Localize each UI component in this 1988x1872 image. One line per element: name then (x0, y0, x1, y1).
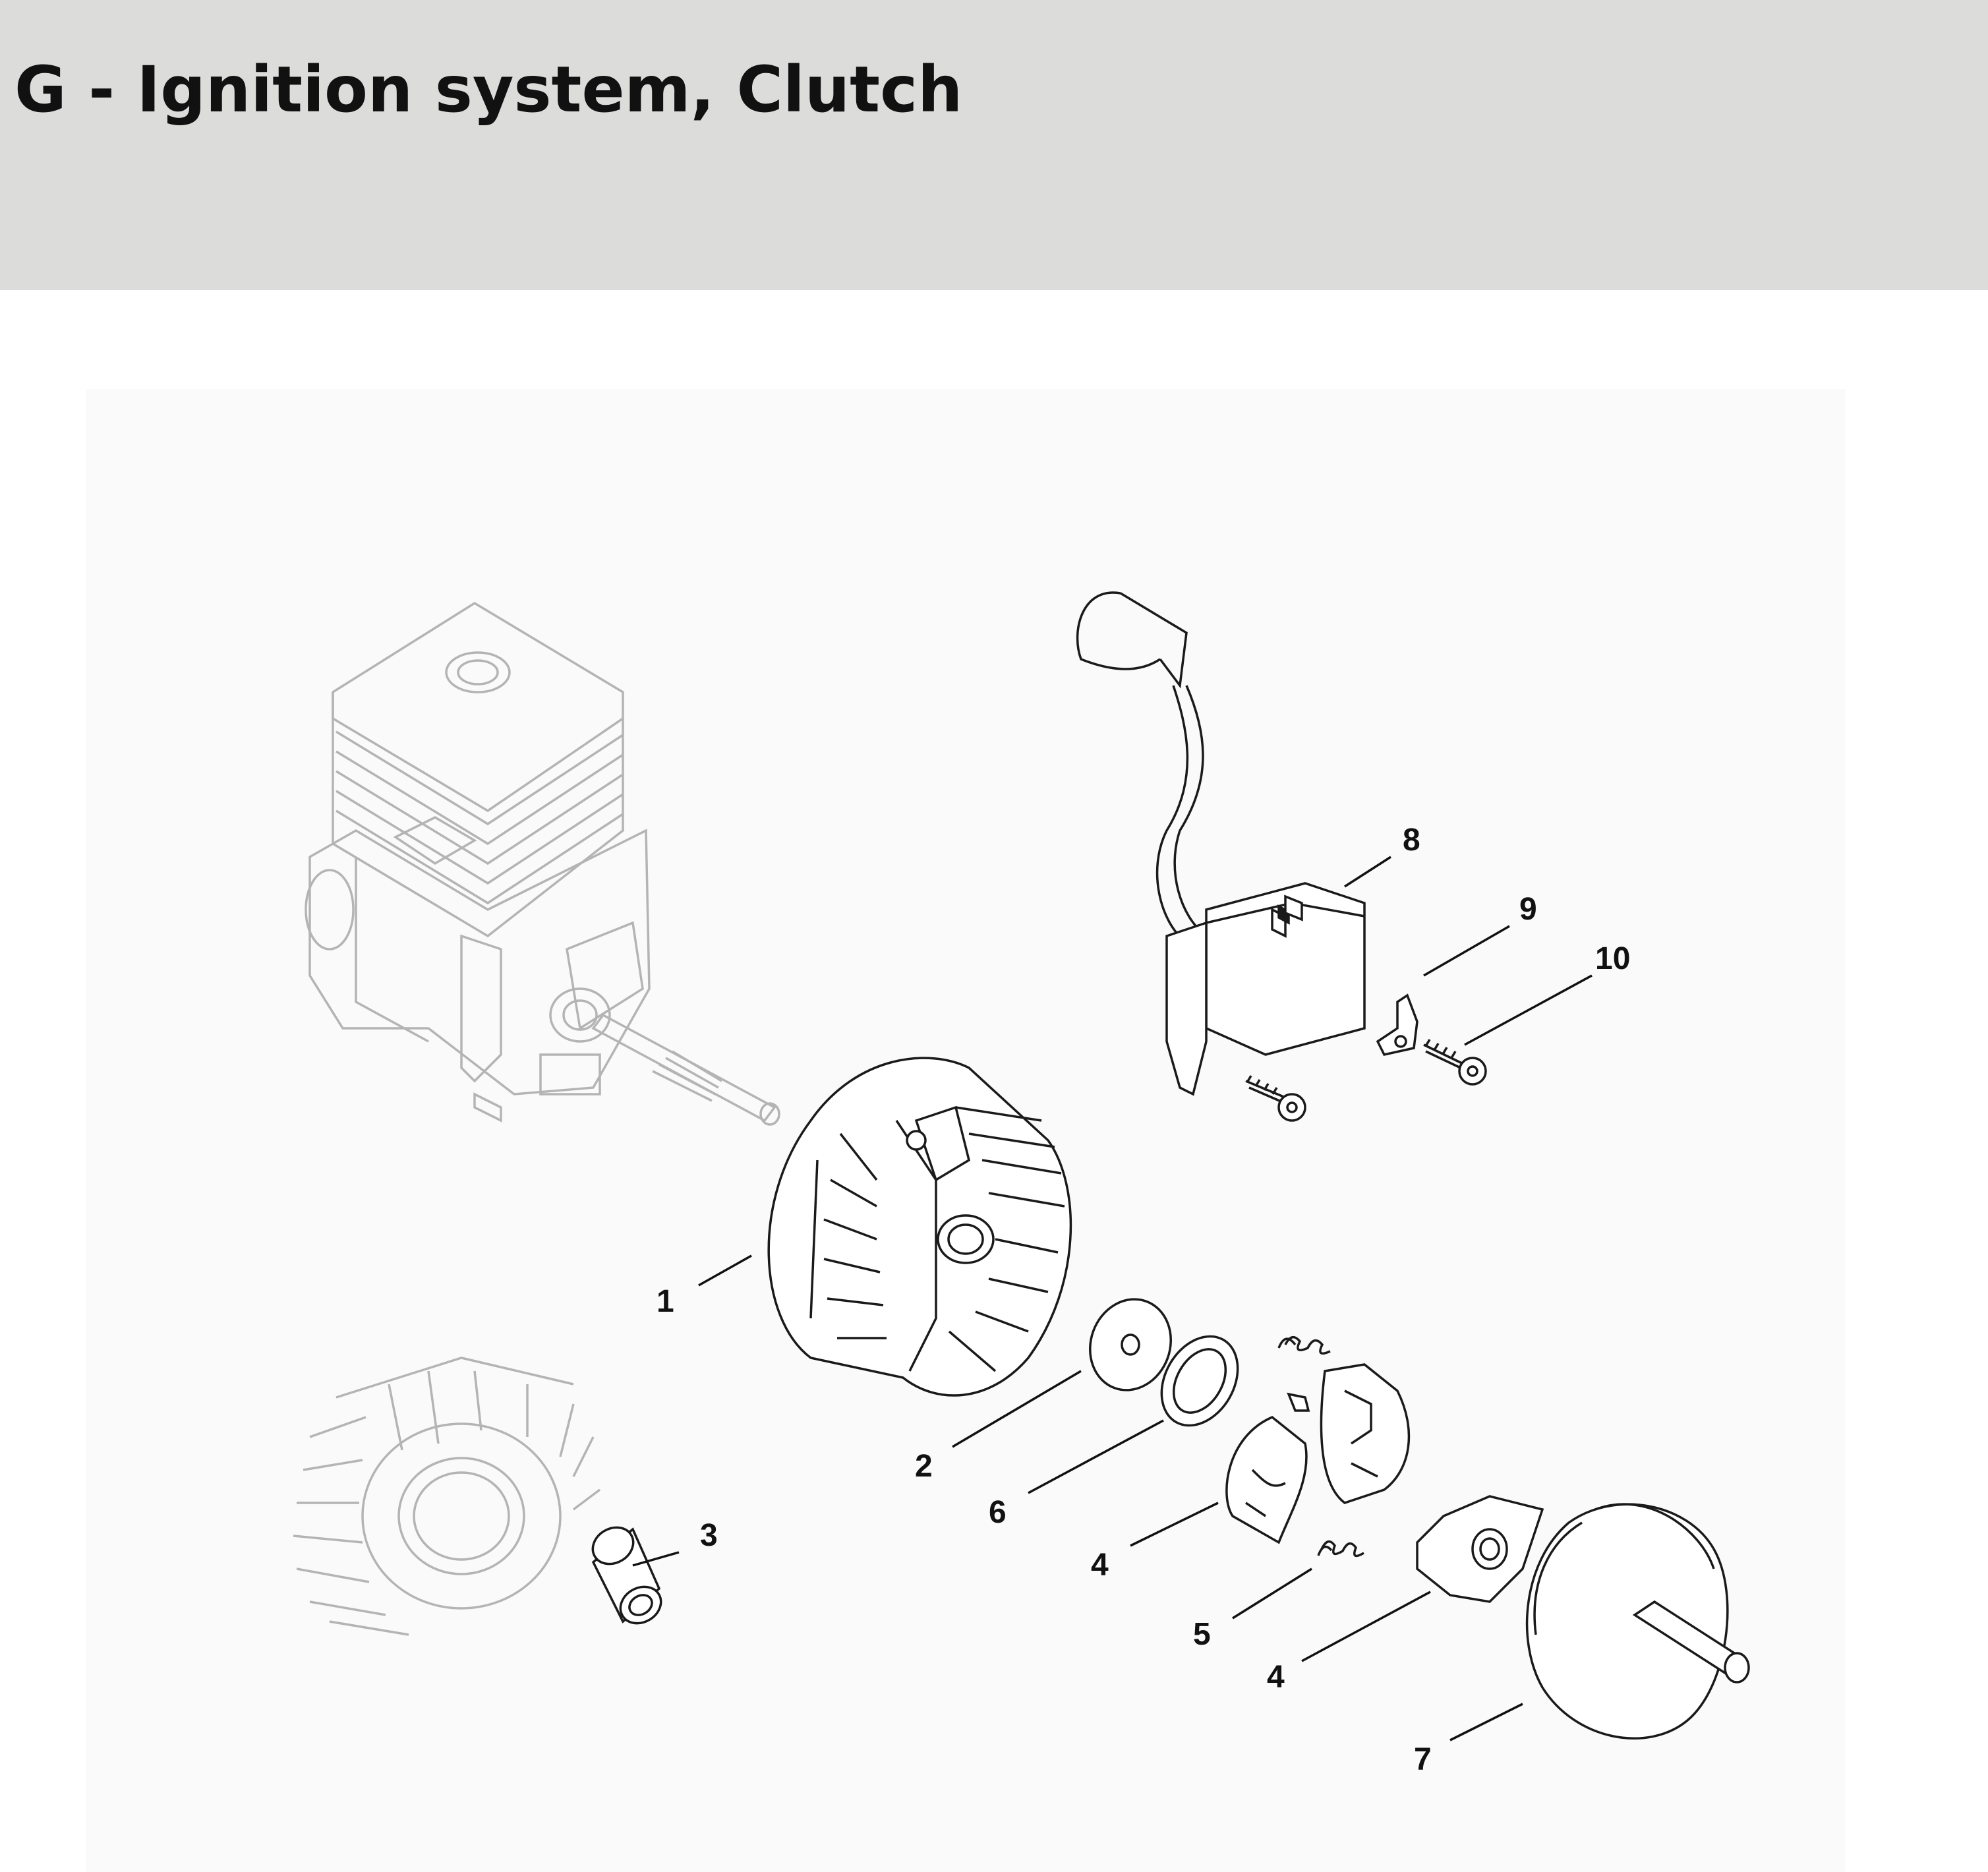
callout-1: 1 (657, 1284, 674, 1319)
leader-5 (1232, 1567, 1312, 1620)
clutch-shoe-middle-part (1320, 1363, 1411, 1504)
clutch-shoe-upper-part (1225, 1392, 1310, 1544)
leader-4b (1301, 1591, 1431, 1662)
screw-part (1423, 1039, 1487, 1086)
flywheel-part (767, 1057, 1072, 1397)
washer-part (1088, 1298, 1173, 1391)
clutch-carrier-part (1416, 1495, 1544, 1603)
callout-4b: 4 (1267, 1660, 1285, 1695)
page-title: G - Ignition system, Clutch (15, 53, 963, 127)
engine-context (305, 601, 651, 1123)
clutch-spring-upper-part (1277, 1335, 1331, 1355)
callout-9: 9 (1519, 892, 1537, 927)
leader-4a (1130, 1502, 1219, 1547)
leader-8 (1344, 856, 1391, 888)
clutch-spring-lower-part (1317, 1540, 1364, 1558)
leader-3 (632, 1551, 680, 1567)
sleeve-part (591, 1526, 662, 1625)
leader-1 (698, 1254, 752, 1287)
leader-2 (952, 1370, 1082, 1448)
callout-4a: 4 (1091, 1548, 1109, 1583)
leader-6 (1028, 1419, 1164, 1494)
callout-8: 8 (1403, 823, 1420, 858)
leader-7 (1449, 1703, 1523, 1741)
leader-9 (1423, 925, 1510, 977)
thin-washer-part (1160, 1335, 1239, 1427)
ignition-module-part (1076, 591, 1366, 1096)
ground-tab-part (1376, 993, 1418, 1057)
callout-10: 10 (1595, 941, 1630, 976)
leader-lines (632, 856, 1593, 1741)
screw-module-part (1245, 1075, 1306, 1122)
leader-10 (1464, 974, 1593, 1046)
callout-6: 6 (989, 1495, 1007, 1530)
flywheel-context (293, 1357, 601, 1636)
crankshaft-context (591, 1013, 780, 1126)
callout-labels: 1 2 3 4 4 5 6 7 8 9 10 (657, 823, 1630, 1777)
callout-2: 2 (915, 1449, 933, 1484)
callout-3: 3 (700, 1518, 718, 1553)
clutch-drum-part (1525, 1503, 1750, 1740)
callout-7: 7 (1414, 1742, 1432, 1777)
page-header: G - Ignition system, Clutch (0, 0, 1988, 290)
callout-5: 5 (1193, 1617, 1211, 1652)
